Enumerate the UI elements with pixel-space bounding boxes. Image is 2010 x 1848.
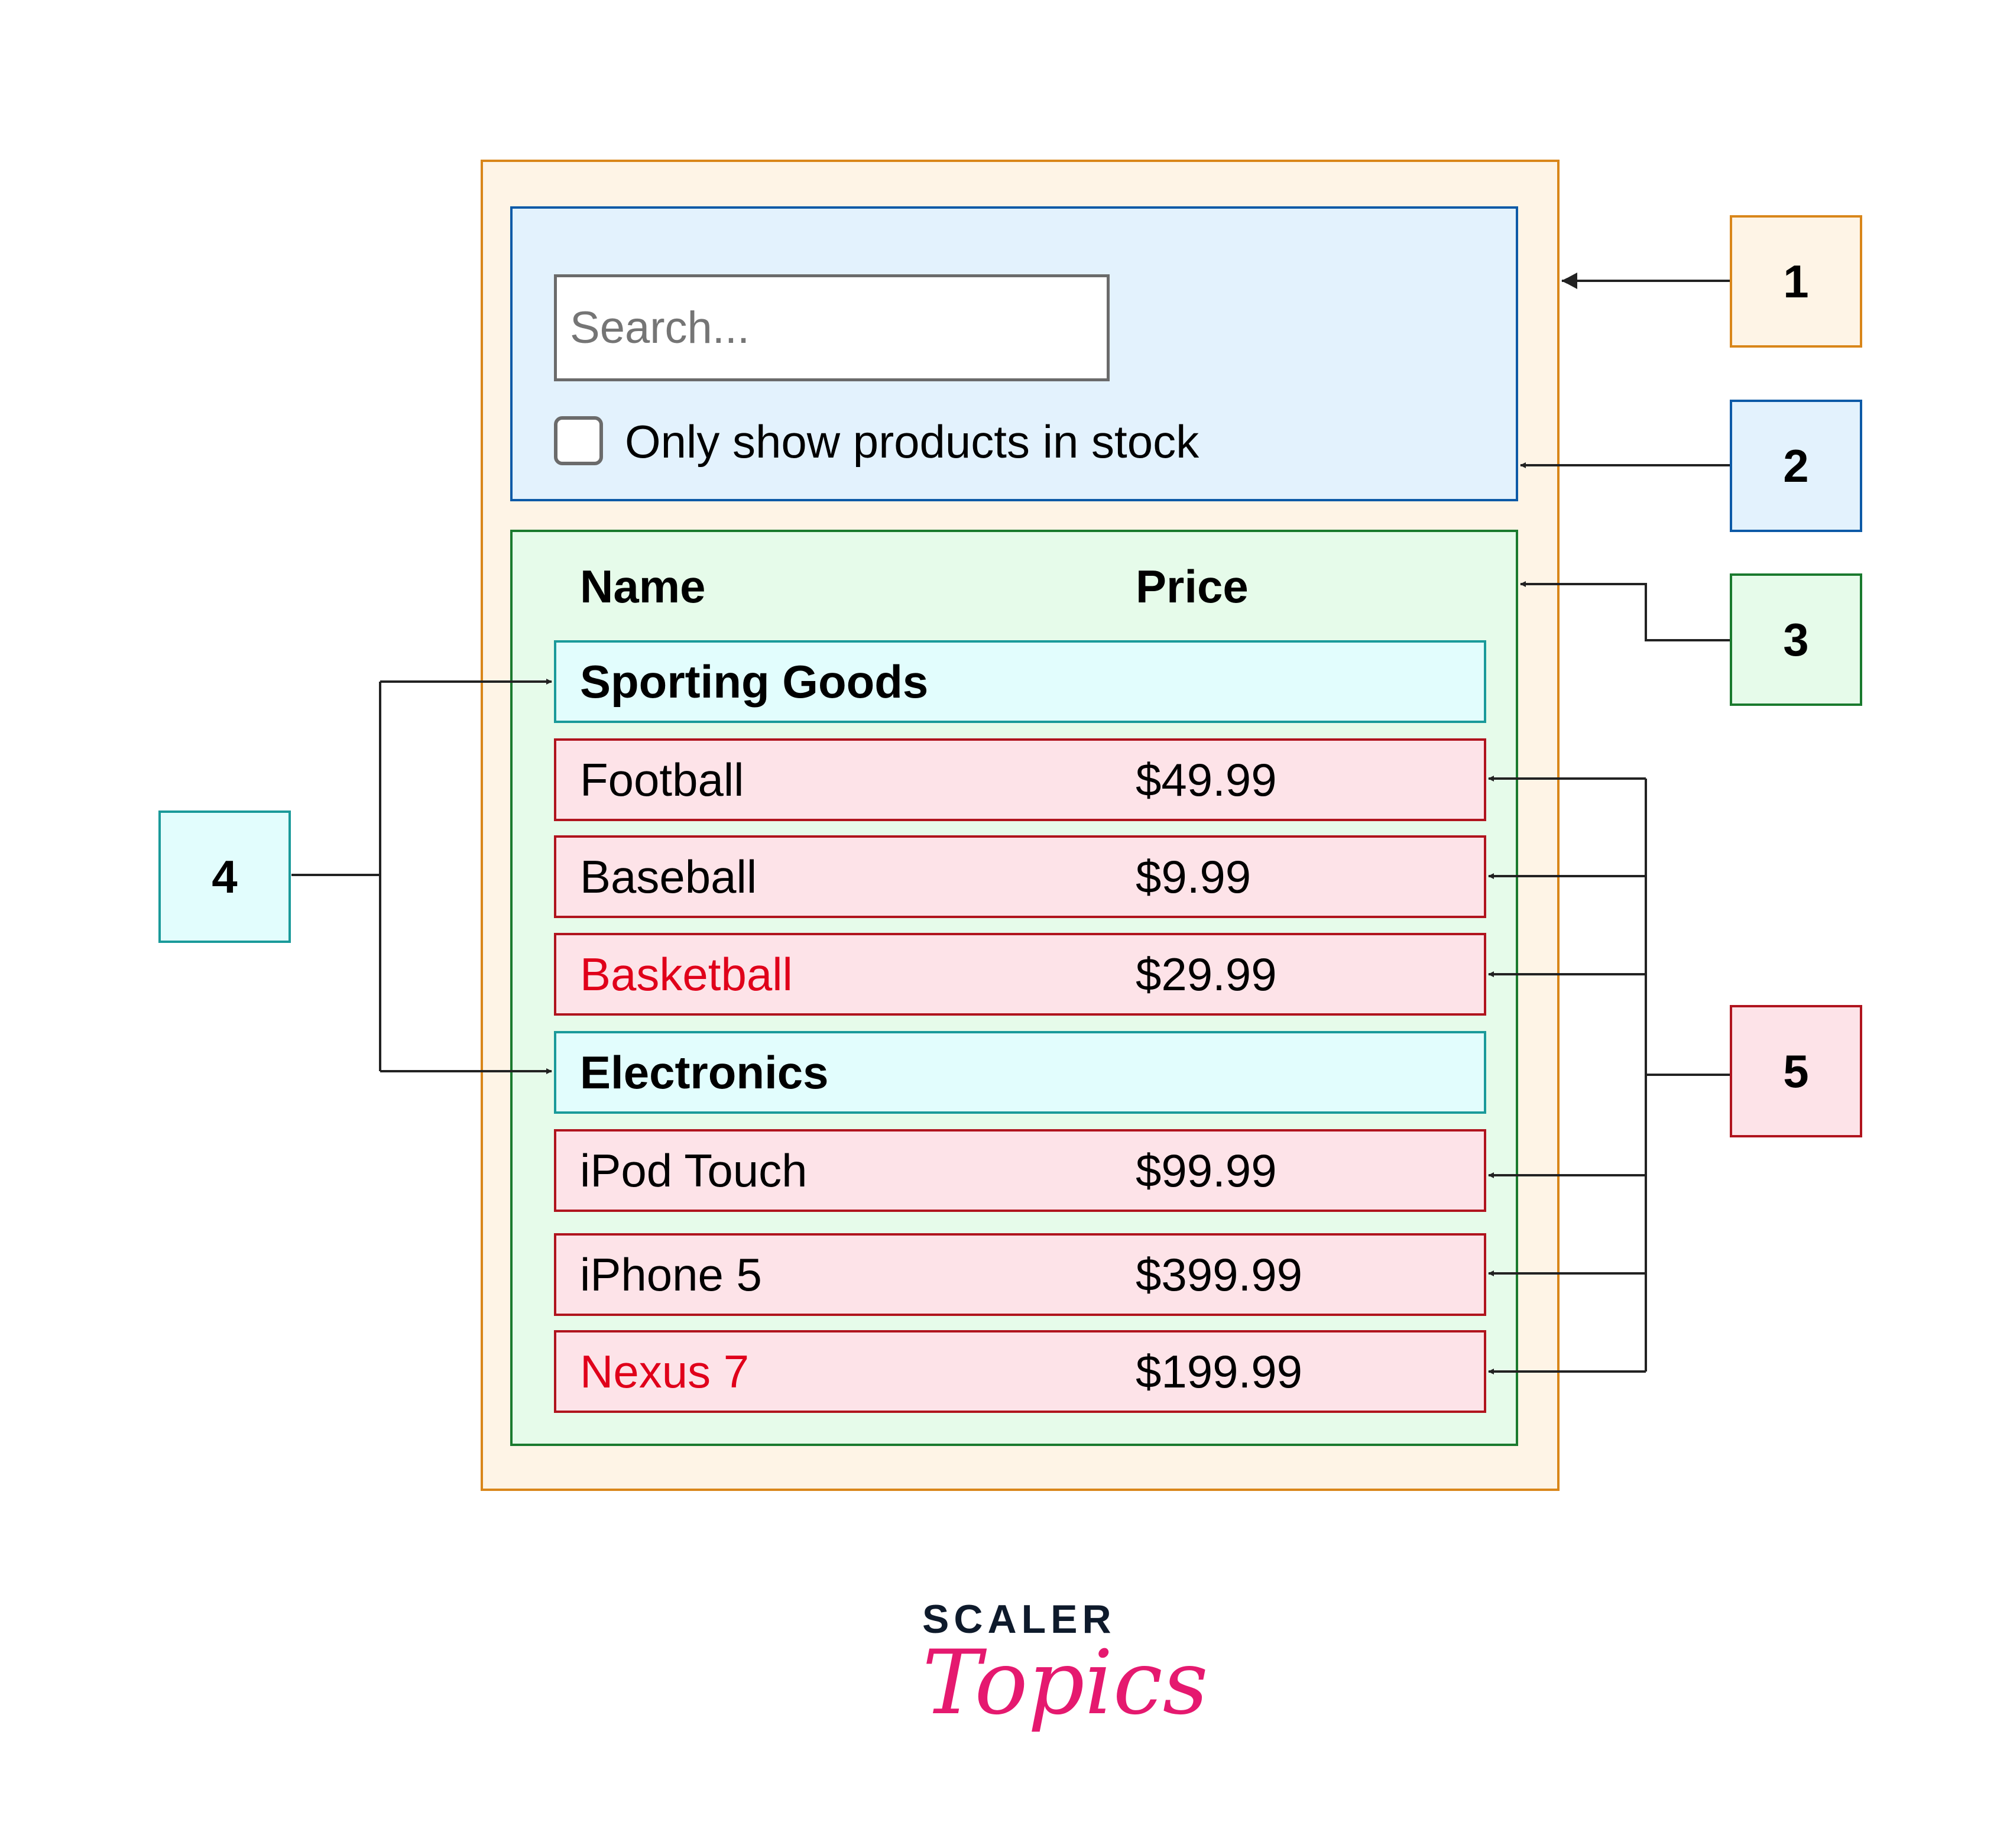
connector-4 (291, 682, 381, 1071)
product-row: Baseball $9.99 (554, 835, 1486, 918)
product-price: $399.99 (1136, 1249, 1302, 1301)
callout-4: 4 (158, 810, 291, 943)
product-name: Nexus 7 (580, 1346, 750, 1398)
connector-5 (1645, 779, 1730, 1372)
product-category-row: Electronics (554, 1031, 1486, 1114)
callout-2: 2 (1730, 400, 1862, 532)
product-name: iPhone 5 (580, 1249, 762, 1301)
product-row: iPhone 5 $399.99 (554, 1233, 1486, 1316)
category-name: Sporting Goods (580, 656, 929, 708)
product-row: Nexus 7 $199.99 (554, 1330, 1486, 1413)
product-row: Basketball $29.99 (554, 933, 1486, 1016)
in-stock-label: Only show products in stock (625, 416, 1199, 468)
category-name: Electronics (580, 1046, 829, 1098)
scaler-logo-text: SCALER (922, 1597, 1116, 1642)
product-price: $49.99 (1136, 754, 1277, 806)
product-row: Football $49.99 (554, 738, 1486, 821)
name-header: Name (580, 560, 706, 612)
product-price: $99.99 (1136, 1145, 1277, 1197)
callout-3: 3 (1730, 573, 1862, 706)
search-input[interactable] (554, 274, 1110, 381)
product-category-row: Sporting Goods (554, 640, 1486, 723)
product-name: iPod Touch (580, 1145, 808, 1197)
in-stock-checkbox[interactable] (554, 416, 603, 465)
product-name: Basketball (580, 948, 793, 1000)
price-header: Price (1136, 560, 1249, 612)
product-price: $29.99 (1136, 948, 1277, 1000)
product-price: $199.99 (1136, 1346, 1302, 1398)
product-price: $9.99 (1136, 851, 1252, 903)
product-name: Football (580, 754, 744, 806)
callout-1: 1 (1730, 215, 1862, 348)
callout-5: 5 (1730, 1005, 1862, 1137)
product-name: Baseball (580, 851, 757, 903)
topics-logo-text: Topics (922, 1632, 1208, 1734)
product-row: iPod Touch $99.99 (554, 1129, 1486, 1212)
arrow-3 (1520, 581, 1730, 641)
